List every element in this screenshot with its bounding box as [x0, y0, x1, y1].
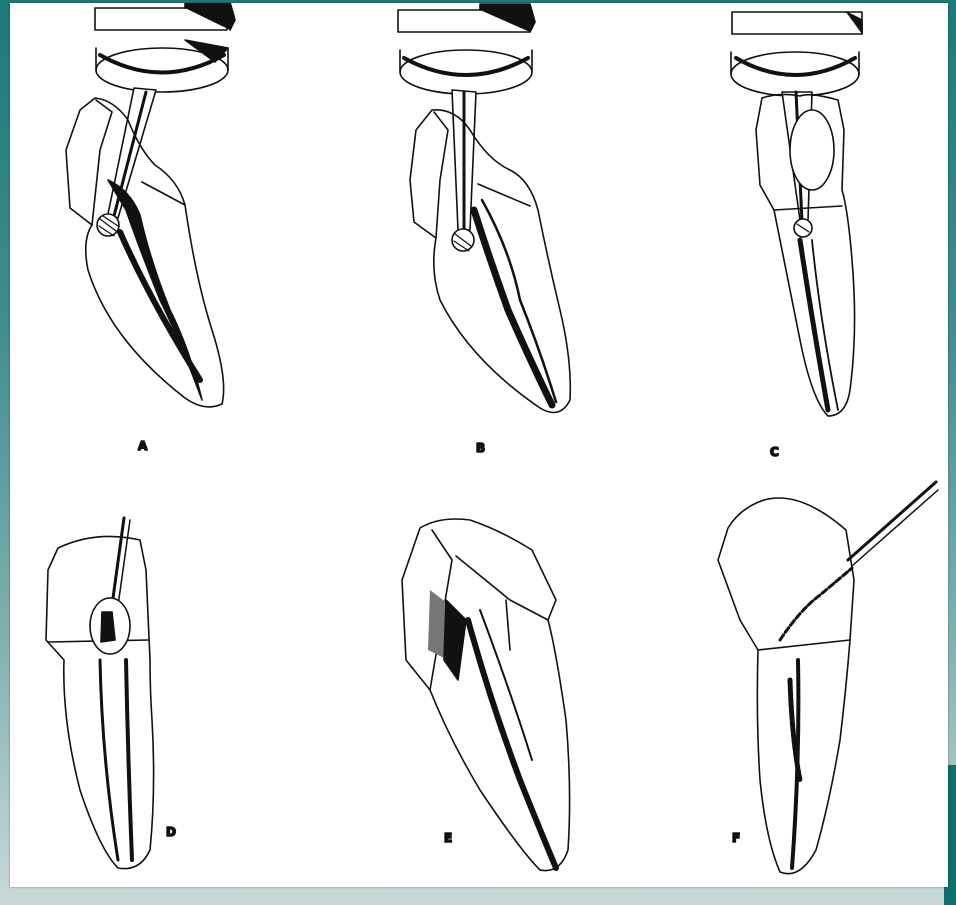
file-spiral-icon — [780, 568, 852, 780]
pulp-chamber-icon — [800, 240, 838, 410]
round-bur-icon — [452, 229, 474, 251]
panel-a — [66, 3, 235, 407]
panel-label-f: F — [732, 831, 740, 845]
panel-c — [731, 12, 862, 416]
panel-d — [46, 518, 154, 869]
figure-panel: A B C D E F — [10, 3, 948, 887]
bur-shank-icon — [108, 88, 156, 218]
endodontic-file-icon — [848, 482, 938, 566]
handpiece-head-icon — [731, 12, 862, 96]
panel-label-a: A — [138, 439, 148, 453]
panel-label-b: B — [476, 441, 485, 455]
pulp-chamber-icon — [474, 200, 556, 405]
round-bur-icon — [97, 214, 119, 236]
panel-e — [402, 519, 570, 871]
tooth-outline-icon — [402, 519, 570, 871]
tooth-outline-icon — [46, 536, 154, 868]
panel-label-e: E — [444, 831, 452, 845]
panel-label-d: D — [166, 825, 176, 839]
panel-label-c: C — [770, 445, 779, 459]
panel-b — [398, 4, 570, 413]
pulp-chamber-icon — [108, 180, 202, 400]
round-bur-icon — [794, 219, 812, 237]
panel-f — [718, 482, 938, 874]
handpiece-head-icon — [398, 4, 535, 94]
dental-access-diagram: A B C D E F — [10, 3, 948, 887]
tooth-outline-icon — [718, 498, 854, 874]
tooth-outline-icon — [756, 94, 855, 416]
handpiece-head-icon — [95, 3, 235, 92]
root-canal-icon — [468, 610, 556, 868]
